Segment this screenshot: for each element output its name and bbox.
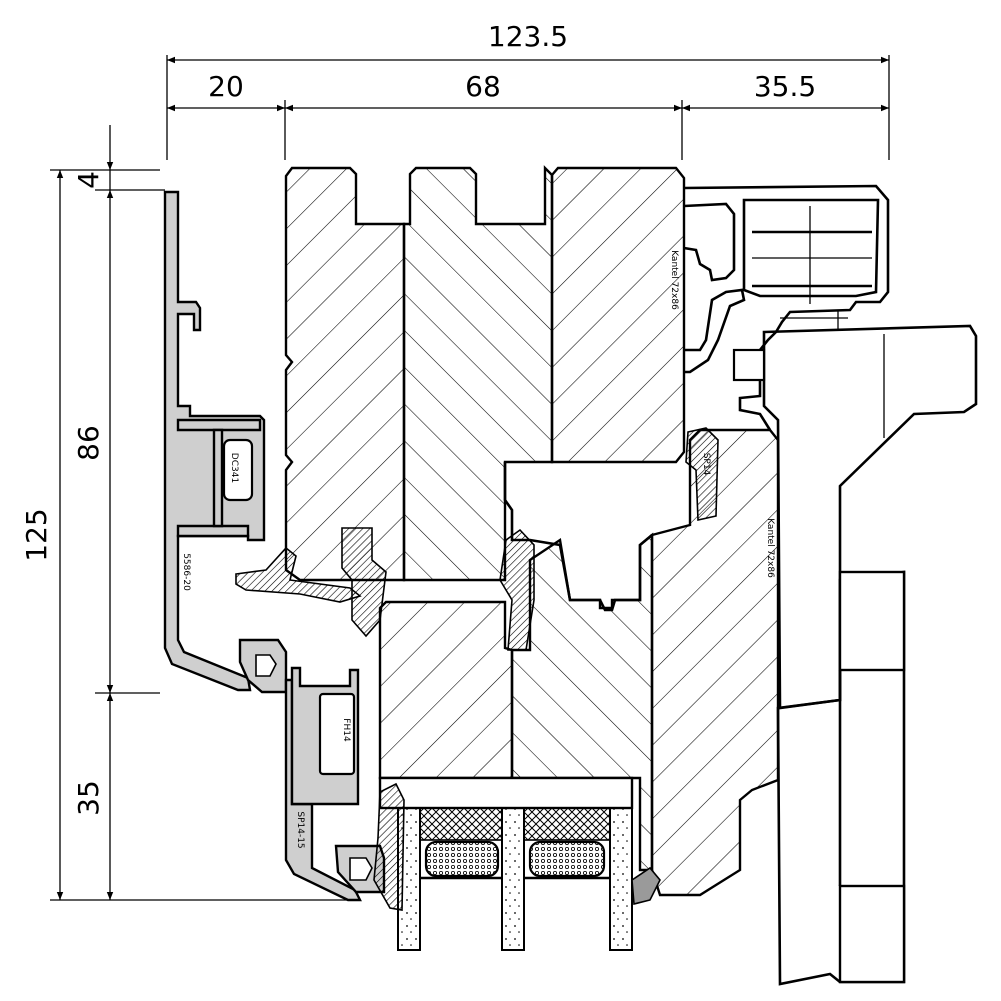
hardware-profile [683, 184, 978, 986]
dim-top-offset: 4 [72, 171, 105, 189]
sash-timber [378, 428, 780, 897]
label-cladding-profile: 5586-20 [181, 553, 191, 591]
dim-lower-height: 35 [72, 780, 105, 816]
label-frame-section: Kantel 72x86 [669, 250, 679, 310]
dim-upper-height: 86 [72, 425, 105, 461]
label-seal: SP14 [701, 453, 711, 476]
label-clip-profile: DC341 [229, 453, 239, 483]
dim-overall-height: 125 [20, 508, 53, 561]
label-glazing-bead-profile: FH14 [341, 718, 351, 742]
label-drip-profile: SP14-15 [295, 811, 305, 848]
dim-left-width: 20 [208, 70, 244, 103]
dim-middle-width: 68 [465, 70, 501, 103]
frame-timber [284, 165, 686, 582]
dimension-lines [50, 55, 890, 901]
dim-overall-width: 123.5 [488, 20, 568, 53]
aluminium-cladding-profile [163, 190, 386, 902]
label-sash-section: Kantel 72x86 [765, 518, 775, 578]
dim-right-width: 35.5 [754, 70, 816, 103]
glazing-unit [378, 776, 634, 951]
gaskets [235, 427, 719, 911]
